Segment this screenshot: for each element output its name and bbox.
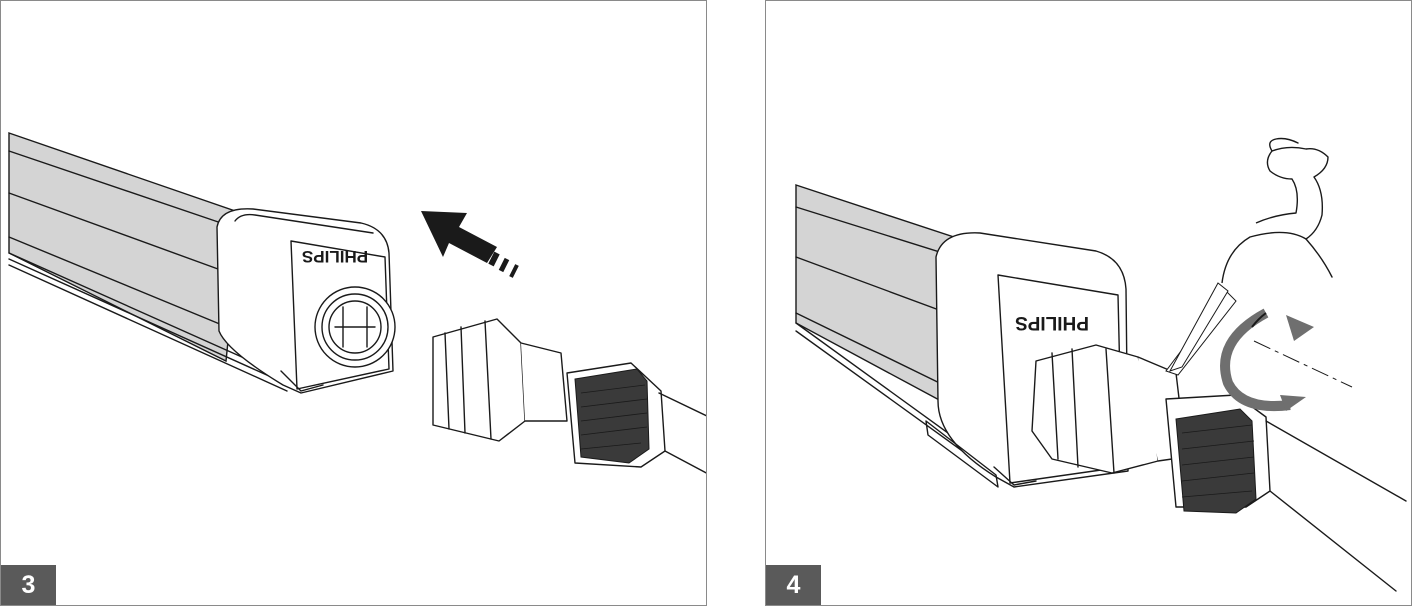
step-4-illustration: PHILIPS [795,137,1407,592]
socket-connector [314,286,396,368]
rotate-clockwise-icon [1220,308,1353,411]
brand-label: PHILIPS [302,247,368,266]
step-4-panel: PHILIPS [765,0,1412,606]
step-3-illustration: PHILIPS [8,132,706,474]
brand-label: PHILIPS [1015,312,1089,333]
knurled-nut [574,368,650,464]
knurled-nut [1175,408,1257,514]
plug-connector [432,318,706,474]
luminaire-body [8,132,292,392]
step-3-panel: PHILIPS [0,0,707,606]
flexed-arm-icon [1221,137,1333,284]
joined-connector [1031,344,1407,592]
step-number-badge: 3 [1,565,56,605]
step-number-badge: 4 [766,565,821,605]
pointer-lines [1165,282,1237,376]
arrow-icon [421,211,519,278]
